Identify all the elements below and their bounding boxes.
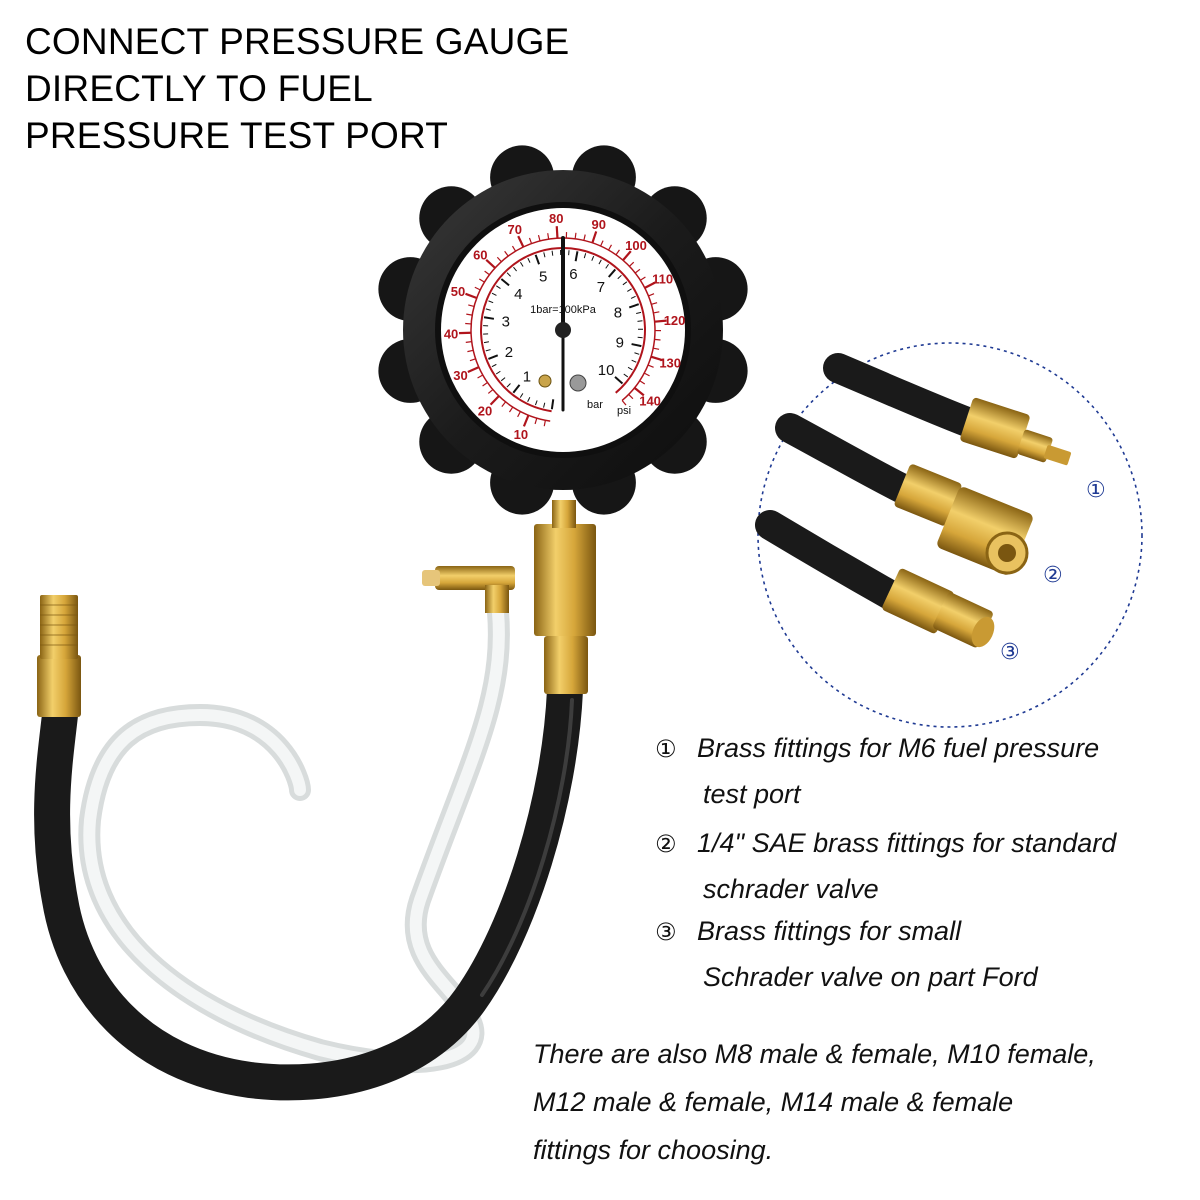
- bar-tick-label: 7: [597, 279, 605, 296]
- bar-tick-label: 5: [539, 268, 547, 285]
- callout-fitting-3: [755, 510, 995, 648]
- callout-fitting-2: [775, 413, 1033, 575]
- feature-text-2b: schrader valve: [703, 874, 879, 904]
- callout-marker-2: ②: [1043, 563, 1063, 588]
- feature-text-3a: Brass fittings for small: [697, 916, 962, 946]
- bar-tick-label: 10: [598, 362, 615, 379]
- feature-item-3: ③ Brass fittings for small Schrader valve…: [655, 909, 1038, 1000]
- bar-unit-label: bar: [587, 399, 603, 411]
- feature-text-2a: 1/4" SAE brass fittings for standard: [697, 828, 1117, 858]
- psi-tick-label: 80: [549, 211, 563, 226]
- bar-tick-label: 1: [523, 368, 531, 385]
- psi-tick-label: 100: [625, 238, 647, 253]
- bar-tick-label: 4: [514, 286, 522, 303]
- feature-marker-3: ③: [655, 918, 677, 946]
- psi-tick-label: 120: [664, 313, 686, 328]
- feature-marker-2: ②: [655, 830, 677, 858]
- callout-fitting-1: [823, 353, 1072, 466]
- gauge: 10 20 30 40 50 60 70 80 90 100 110 120 130 140 12 345 6 7…: [378, 145, 748, 515]
- bar-tick-label: 2: [505, 344, 513, 361]
- feature-item-1: ① Brass fittings for M6 fuel pressure tes…: [655, 726, 1099, 817]
- quick-connect-fitting: [37, 595, 81, 717]
- feature-text-1b: test port: [703, 779, 801, 809]
- psi-tick-label: 110: [652, 272, 673, 287]
- black-hose: [34, 672, 583, 1101]
- note-line-2: M12 male & female, M14 male & female: [533, 1087, 1014, 1117]
- psi-tick-label: 140: [639, 393, 661, 408]
- bar-tick-label: 8: [614, 304, 622, 321]
- headline-line-3: PRESSURE TEST PORT: [25, 115, 449, 156]
- callout-marker-1: ①: [1086, 478, 1106, 503]
- bar-tick-label: 6: [569, 266, 577, 283]
- psi-unit-label: psi: [617, 405, 631, 417]
- psi-tick-label: 70: [508, 222, 522, 237]
- psi-tick-label: 10: [514, 427, 528, 442]
- bar-tick-label: 9: [616, 335, 624, 352]
- psi-tick-label: 20: [478, 403, 492, 418]
- note-line-3: fittings for choosing.: [533, 1135, 774, 1165]
- tee-fitting: [422, 500, 596, 694]
- feature-item-2: ② 1/4" SAE brass fittings for standard sc…: [655, 821, 1116, 912]
- psi-tick-label: 50: [451, 284, 465, 299]
- feature-text-3b: Schrader valve on part Ford: [703, 962, 1038, 992]
- psi-tick-label: 90: [592, 217, 606, 232]
- psi-tick-label: 30: [453, 368, 467, 383]
- headline-line-2: DIRECTLY TO FUEL: [25, 68, 373, 109]
- callout-marker-3: ③: [1000, 640, 1020, 665]
- callout-circle: [757, 342, 1143, 728]
- note-line-1: There are also M8 male & female, M10 fem…: [533, 1039, 1096, 1069]
- availability-note: There are also M8 male & female, M10 fem…: [533, 1030, 1188, 1174]
- psi-tick-label: 40: [444, 326, 458, 341]
- feature-marker-1: ①: [655, 735, 677, 763]
- psi-tick-label: 60: [473, 247, 487, 262]
- headline-line-1: CONNECT PRESSURE GAUGE: [25, 21, 570, 62]
- psi-tick-label: 130: [659, 356, 681, 371]
- feature-text-1a: Brass fittings for M6 fuel pressure: [697, 733, 1100, 763]
- headline: CONNECT PRESSURE GAUGE DIRECTLY TO FUEL …: [25, 18, 569, 159]
- bar-tick-label: 3: [502, 314, 510, 331]
